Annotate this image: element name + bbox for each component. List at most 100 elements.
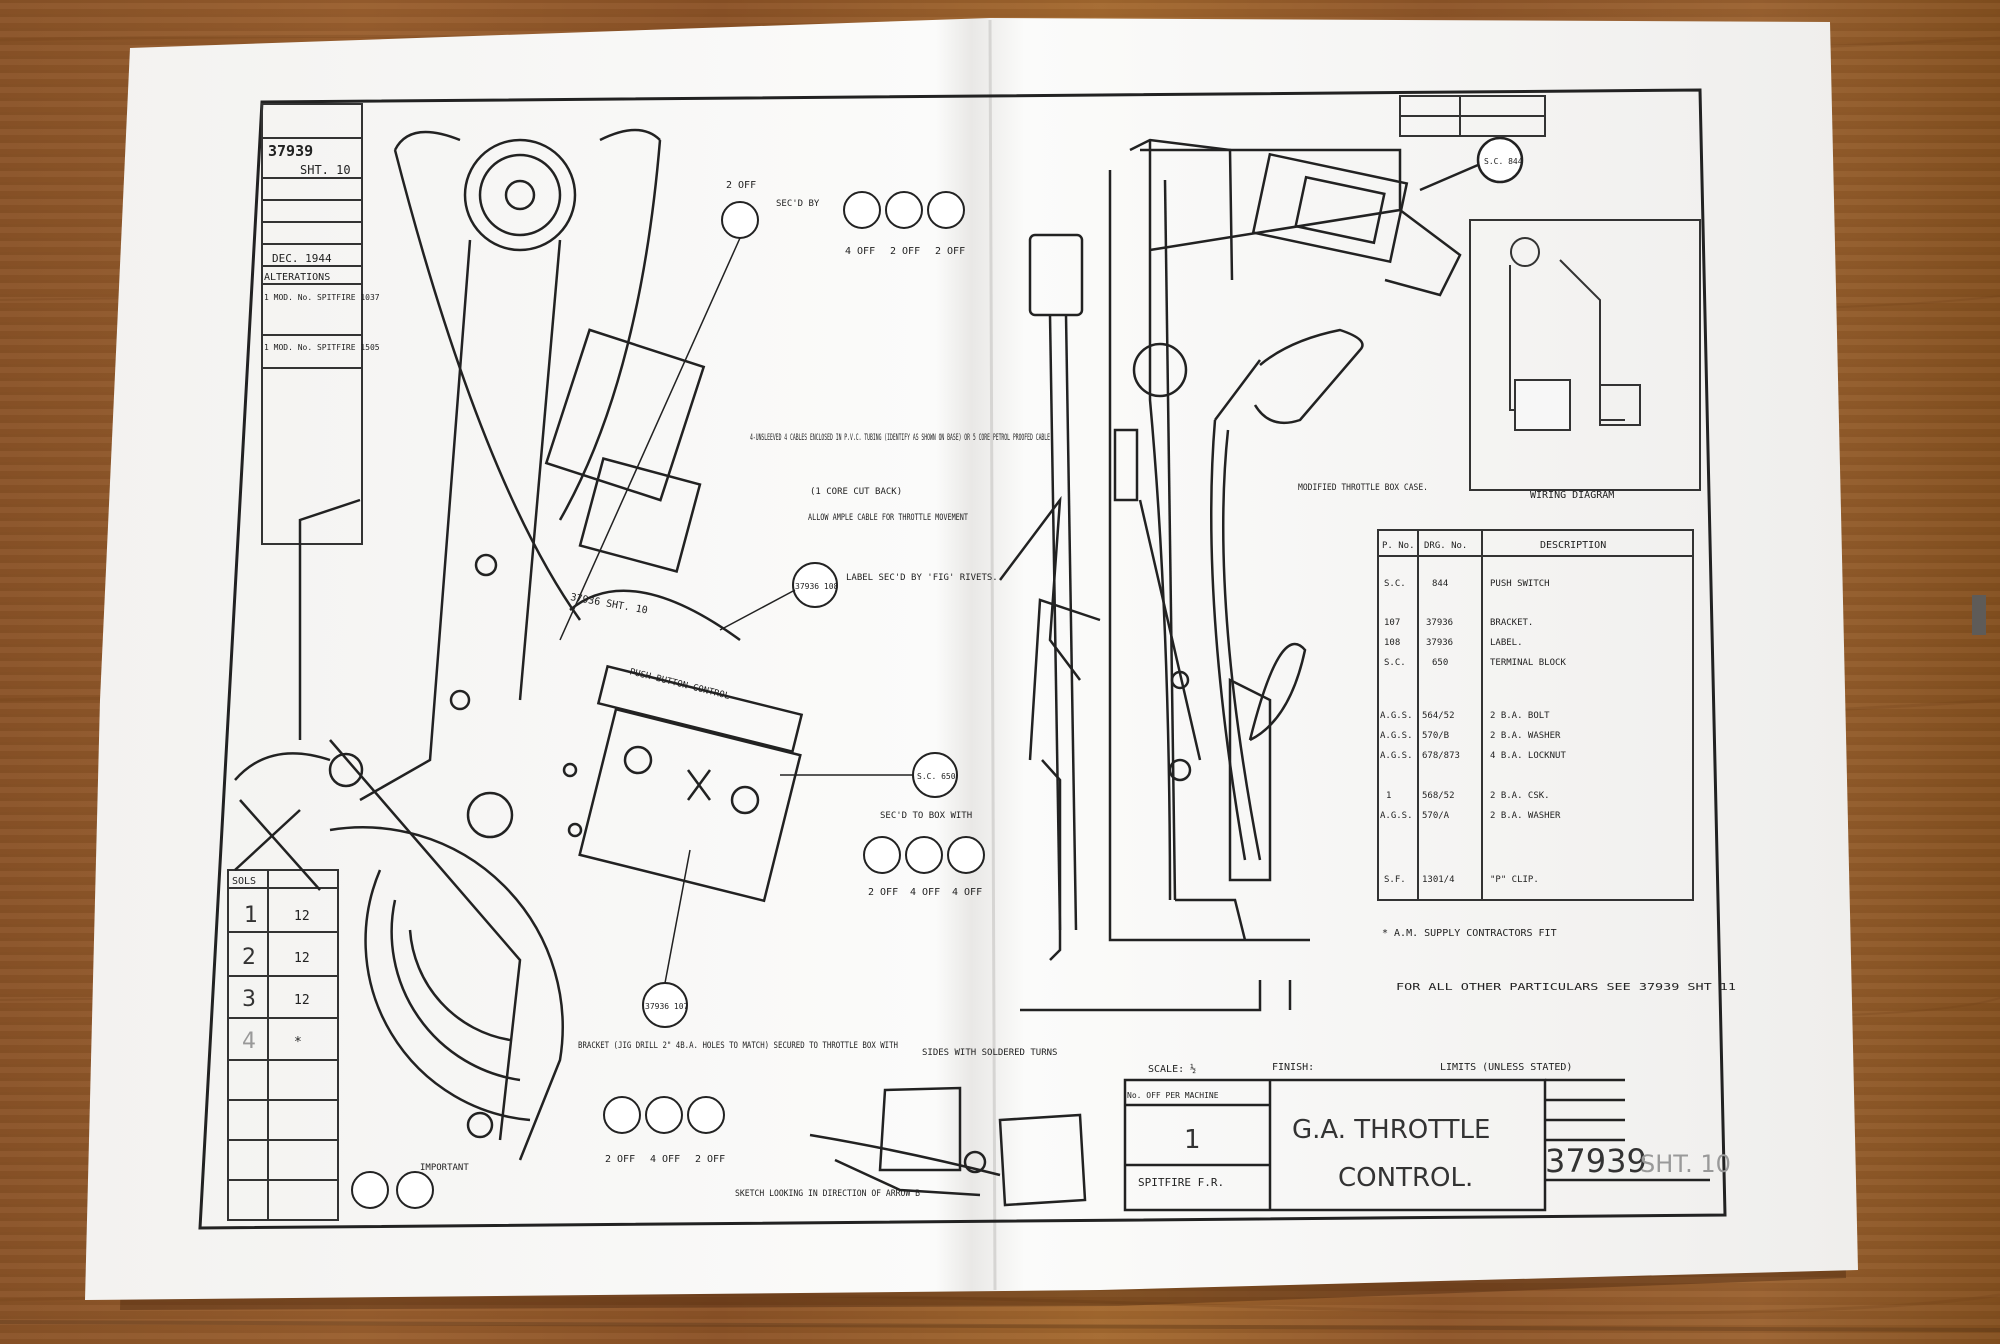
qty-a: 2 OFF <box>726 180 756 191</box>
push-switch-drawing <box>1140 136 1524 297</box>
part-row-7-desc: 4 B.A. LOCKNUT <box>1490 751 1566 761</box>
part-row-6-drg: 570/B <box>1422 731 1449 741</box>
number-table-header: SOLS <box>232 876 256 887</box>
part-row-5-pno: A.G.S. <box>1380 711 1413 721</box>
part-row-1-pno: S.C. <box>1384 579 1406 589</box>
part-row-10-pno: S.F. <box>1384 875 1406 885</box>
note-cable-3: ALLOW AMPLE CABLE FOR THROTTLE MOVEMENT <box>808 513 968 523</box>
limits-label: LIMITS (UNLESS STATED) <box>1440 1062 1572 1073</box>
number-table <box>227 869 339 1221</box>
parts-header-drgno: DRG. No. <box>1424 541 1467 551</box>
part-row-6-pno: A.G.S. <box>1380 731 1413 741</box>
quantity-value: 1 <box>1184 1125 1201 1155</box>
paper-sheet <box>85 18 1858 1310</box>
part-row-9-desc: 2 B.A. WASHER <box>1490 811 1561 821</box>
part-row-8-desc: 2 B.A. CSK. <box>1490 791 1550 801</box>
bottom-title-text: SCALE: ½ FINISH: LIMITS (UNLESS STATED) … <box>1127 1062 1731 1193</box>
no-off-header: No. OFF PER MACHINE <box>1127 1091 1219 1100</box>
qty-h: 2 OFF <box>605 1154 635 1165</box>
part-row-7-drg: 678/873 <box>1422 751 1460 761</box>
note-label: LABEL SEC'D BY 'FIG' RIVETS. <box>846 573 998 583</box>
part-row-2-drg: 37936 <box>1426 618 1453 628</box>
note-cable-1: 4-UNSLEEVED 4 CABLES ENCLOSED IN P.V.C. … <box>750 433 1050 443</box>
note-secd-by: SEC'D BY <box>776 199 820 209</box>
part-row-2-pno: 107 <box>1384 618 1400 628</box>
throttle-lever-drawing <box>234 128 741 1161</box>
parts-header-pno: P. No. <box>1382 541 1415 551</box>
wiring-diagram <box>1469 219 1701 491</box>
callout-label-sc844: S.C. 844 <box>1484 157 1523 166</box>
number-row-1-b: 12 <box>294 909 310 924</box>
callout-leaders-left <box>559 237 913 984</box>
alteration-2: 1 MOD. No. SPITFIRE 1505 <box>264 343 380 352</box>
parts-list-table <box>1377 529 1694 901</box>
number-row-3-a: 3 <box>242 987 256 1012</box>
number-row-4-a: 4 <box>242 1029 256 1054</box>
note-bracket: BRACKET (JIG DRILL 2" 4B.A. HOLES TO MAT… <box>578 1041 898 1051</box>
number-row-2-a: 2 <box>242 945 256 970</box>
note-important: IMPORTANT <box>420 1163 469 1173</box>
left-title-block <box>261 103 363 545</box>
parts-header-desc: DESCRIPTION <box>1540 540 1606 551</box>
part-row-4-drg: 650 <box>1432 658 1448 668</box>
alterations-header: ALTERATIONS <box>264 272 330 283</box>
part-row-10-drg: 1301/4 <box>1422 875 1455 885</box>
drawing-title-line-1: G.A. THROTTLE <box>1292 1115 1490 1145</box>
note-supply: * A.M. SUPPLY CONTRACTORS FIT <box>1382 928 1557 939</box>
part-row-4-desc: TERMINAL BLOCK <box>1490 658 1566 668</box>
qty-g: 4 OFF <box>952 887 982 898</box>
part-row-3-drg: 37936 <box>1426 638 1453 648</box>
qty-e: 2 OFF <box>868 887 898 898</box>
note-secd-box: SEC'D TO BOX WITH <box>880 811 972 821</box>
part-row-1-desc: PUSH SWITCH <box>1490 579 1550 589</box>
drawing-number-left: 37939 <box>268 142 313 160</box>
qty-b: 4 OFF <box>845 246 875 257</box>
note-particulars: FOR ALL OTHER PARTICULARS SEE 37939 SHT … <box>1396 982 1736 993</box>
sketch-view-b <box>809 1086 1087 1207</box>
qty-c: 2 OFF <box>890 246 920 257</box>
qty-i: 4 OFF <box>650 1154 680 1165</box>
alteration-1: 1 MOD. No. SPITFIRE 1037 <box>264 293 380 302</box>
bottom-title-block <box>1123 1078 1710 1212</box>
parts-list-text: P. No. DRG. No. DESCRIPTION S.C. 844 PUS… <box>1380 540 1606 885</box>
part-row-8-drg: 568/52 <box>1422 791 1455 801</box>
note-sketch: SKETCH LOOKING IN DIRECTION OF ARROW B <box>735 1189 920 1199</box>
callout-label-sc650: S.C. 650 <box>917 772 956 781</box>
drawing-date: DEC. 1944 <box>272 252 332 265</box>
note-soldered: SIDES WITH SOLDERED TURNS <box>922 1048 1057 1058</box>
note-box-case: MODIFIED THROTTLE BOX CASE. <box>1298 483 1428 493</box>
callout-circles-left <box>351 191 985 1209</box>
qty-d: 2 OFF <box>935 246 965 257</box>
part-row-2-desc: BRACKET. <box>1490 618 1533 628</box>
finish-label: FINISH: <box>1272 1062 1314 1073</box>
left-title-text: 37939 SHT. 10 DEC. 1944 ALTERATIONS 1 MO… <box>264 142 380 352</box>
sheet-ref-main: SHT. 10 <box>1640 1150 1731 1178</box>
callout-label-37936-107: 37936 107 <box>645 1002 689 1011</box>
scale-label: SCALE: ½ <box>1148 1063 1196 1075</box>
part-row-4-pno: S.C. <box>1384 658 1406 668</box>
part-row-9-pno: A.G.S. <box>1380 811 1413 821</box>
part-row-9-drg: 570/A <box>1422 811 1450 821</box>
part-row-7-pno: A.G.S. <box>1380 751 1413 761</box>
qty-j: 2 OFF <box>695 1154 725 1165</box>
qty-f: 4 OFF <box>910 887 940 898</box>
drawing-frame <box>198 88 1727 1230</box>
drawing-number-main: 37939 <box>1545 1142 1647 1180</box>
part-row-8-pno: 1 <box>1386 791 1391 801</box>
part-row-1-drg: 844 <box>1432 579 1448 589</box>
number-row-3-b: 12 <box>294 993 310 1008</box>
sheet-ref-left: SHT. 10 <box>300 163 351 177</box>
drawing-title-line-2: CONTROL. <box>1338 1163 1473 1193</box>
part-row-5-desc: 2 B.A. BOLT <box>1490 711 1550 721</box>
label-plate <box>562 664 804 903</box>
note-wiring: WIRING DIAGRAM <box>1530 490 1614 501</box>
drawing-notes: 4-UNSLEEVED 4 CABLES ENCLOSED IN P.V.C. … <box>420 199 1736 1199</box>
revision-block <box>1399 95 1546 137</box>
part-row-10-desc: "P" CLIP. <box>1490 875 1539 885</box>
number-row-4-b: * <box>294 1035 302 1050</box>
part-row-3-desc: LABEL. <box>1490 638 1523 648</box>
number-row-2-b: 12 <box>294 951 310 966</box>
wood-knot <box>1972 595 1986 635</box>
part-row-6-desc: 2 B.A. WASHER <box>1490 731 1561 741</box>
